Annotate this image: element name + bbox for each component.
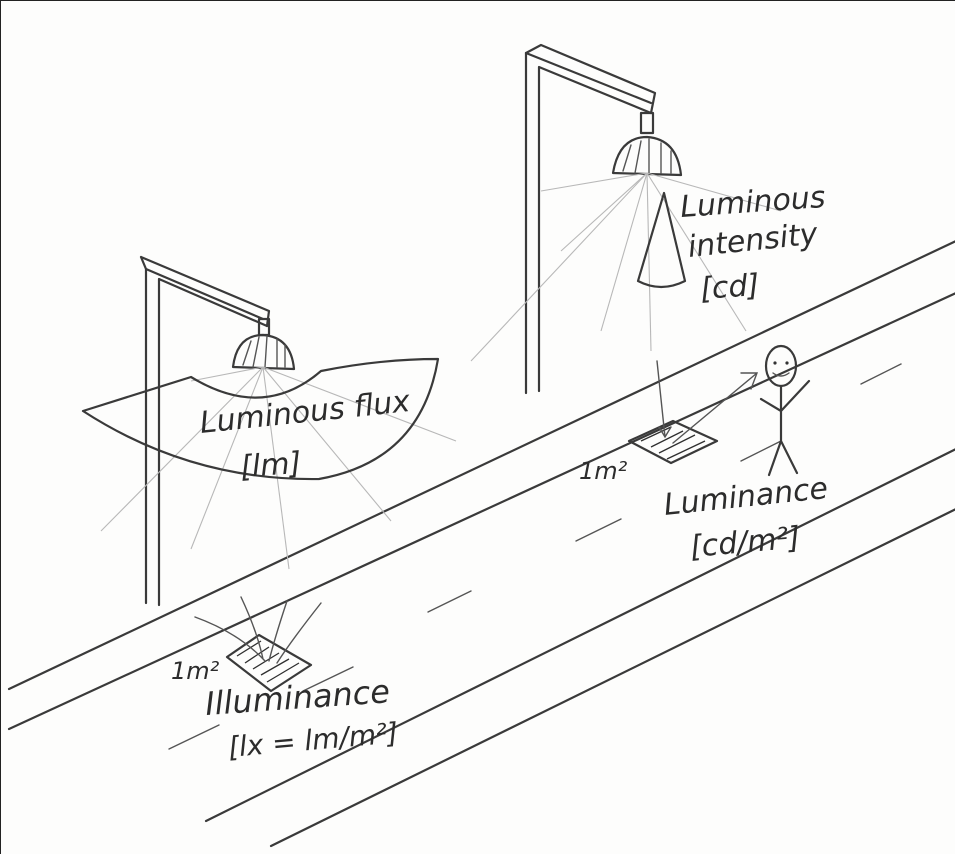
luminous-flux-band bbox=[81, 357, 440, 481]
luminous-intensity-unit: [cd] bbox=[699, 268, 760, 307]
luminous-intensity-label-line2: intensity bbox=[686, 216, 820, 265]
road-edge-upper bbox=[7, 240, 955, 691]
right-street-lamp bbox=[470, 43, 782, 395]
area-label-left: 1m² bbox=[171, 657, 220, 685]
illuminance-area bbox=[194, 596, 322, 693]
illuminance-label: Illuminance bbox=[204, 672, 391, 723]
luminous-flux-unit: [lm] bbox=[239, 446, 302, 485]
luminance-square bbox=[627, 419, 719, 465]
luminance-area bbox=[627, 360, 759, 465]
left-street-lamp bbox=[81, 255, 457, 607]
luminance-unit: [cd/m²] bbox=[689, 520, 802, 564]
left-lamp-head-icon bbox=[231, 333, 296, 371]
right-lamp-head-icon bbox=[611, 135, 683, 177]
road-edge-lower bbox=[269, 508, 955, 848]
reflected-light-arrow bbox=[672, 372, 759, 444]
illuminance-unit: [lx = lm/m²] bbox=[227, 716, 400, 764]
illuminance-square bbox=[225, 633, 313, 693]
incoming-light-arrows bbox=[194, 596, 322, 664]
luminous-intensity-cone bbox=[636, 191, 687, 289]
road-edge-upper-inner bbox=[7, 292, 955, 731]
luminous-flux-label: Luminous flux bbox=[198, 384, 412, 441]
road bbox=[7, 240, 955, 848]
luminance-label: Luminance bbox=[662, 471, 829, 523]
down-arrow bbox=[656, 360, 672, 439]
road-edge-lower-inner bbox=[204, 448, 955, 823]
lane-dashes bbox=[168, 363, 902, 750]
area-label-right: 1m² bbox=[579, 457, 628, 485]
observer-stick-figure-icon bbox=[759, 344, 811, 477]
right-lamp-rays bbox=[470, 172, 782, 362]
labels: Luminous flux [lm] Luminous intensity [c… bbox=[171, 180, 830, 764]
